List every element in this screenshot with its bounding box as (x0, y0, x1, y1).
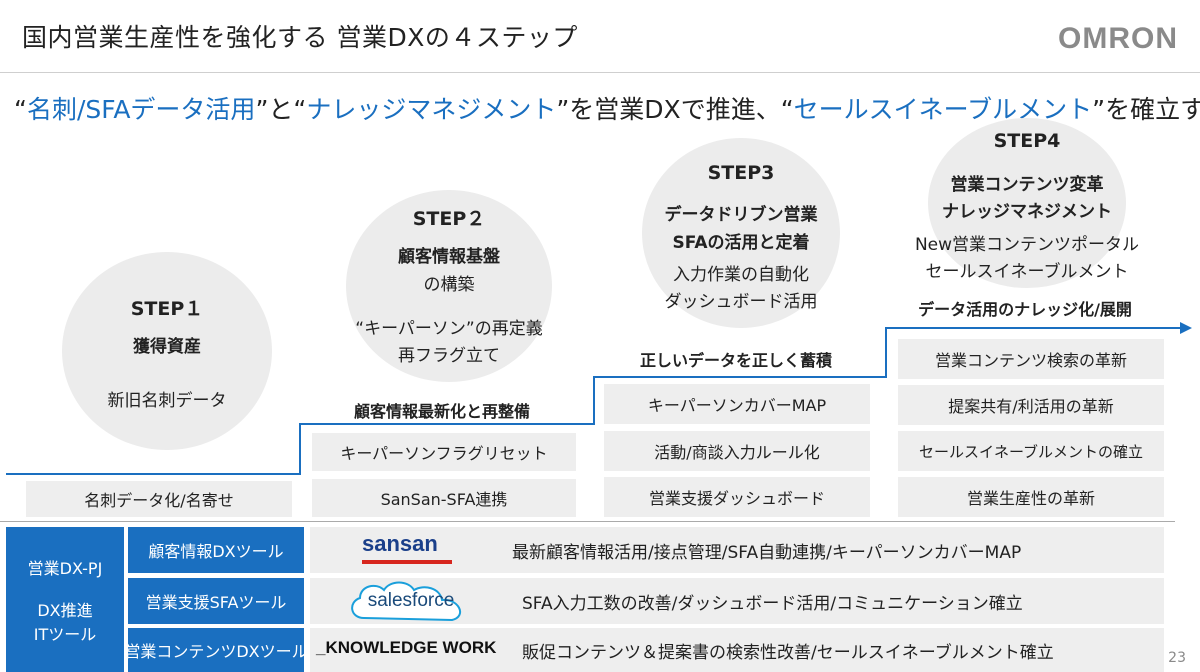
step4-section-heading: データ活用のナレッジ化/展開 (918, 300, 1132, 319)
subtitle-highlight-1: 名刺/SFAデータ活用 (26, 95, 256, 124)
sansan-logo: sansan (362, 531, 438, 556)
dx-pj-label: 営業DX-PJ (27, 558, 103, 578)
tool-row-3-desc: 販促コンテンツ＆提案書の検索性改善/セールスイネーブルメント確立 (522, 642, 1054, 663)
step1-circle (62, 252, 272, 450)
step2-title: 顧客情報基盤 (398, 247, 500, 267)
step2-body-2: 再フラグ立て (398, 346, 500, 366)
step2-label: STEP２ (412, 208, 486, 230)
step4-box-2: 提案共有/利活用の革新 (898, 385, 1164, 425)
step4-label: STEP4 (993, 130, 1061, 152)
arrow-head-icon (1180, 322, 1192, 334)
step3-title: データドリブン営業 (664, 205, 818, 225)
dx-promotion-label: DX推進 (37, 600, 93, 620)
tool-row-1 (310, 527, 1164, 573)
subtitle-quote-1: “ (14, 95, 27, 124)
step2-body: “キーパーソン”の再定義 (355, 319, 543, 339)
step4-circle (928, 118, 1126, 288)
subtitle-quote-3: ”を営業DXで推進、“ (556, 95, 794, 124)
step3-body: 入力作業の自動化 (673, 265, 809, 285)
step4-body: New営業コンテンツポータル (914, 235, 1140, 255)
step1-box-1: 名刺データ化/名寄せ (26, 481, 292, 517)
subtitle-quote-4: ”を確立する (1092, 95, 1200, 124)
step3-circle (642, 138, 840, 328)
page-number: 23 (1168, 650, 1186, 666)
step1-label: STEP１ (130, 298, 204, 320)
tool-tag-sfa: 営業支援SFAツール (128, 578, 304, 624)
omron-logo: OMRON (1058, 22, 1178, 55)
tools-divider (0, 521, 1175, 522)
step4-box-1: 営業コンテンツ検索の革新 (898, 339, 1164, 379)
step2-section-heading: 顧客情報最新化と再整備 (353, 402, 530, 421)
tool-row-1-desc: 最新顧客情報活用/接点管理/SFA自動連携/キーパーソンカバーMAP (512, 542, 1022, 563)
tool-tag-customer-dx: 顧客情報DXツール (128, 527, 304, 573)
step2-circle (346, 190, 552, 382)
knowledge-work-logo: _KNOWLEDGE WORK (316, 638, 497, 657)
step2-box-1: キーパーソンフラグリセット (312, 433, 576, 471)
tool-tag-content-dx: 営業コンテンツDXツール (124, 628, 308, 672)
step3-title-2: SFAの活用と定着 (672, 233, 810, 253)
header-divider (0, 72, 1200, 73)
page-title: 国内営業生産性を強化する 営業DXの４ステップ (22, 23, 578, 52)
step4-title: 営業コンテンツ変革 (950, 175, 1104, 195)
step4-box-3: セールスイネーブルメントの確立 (898, 431, 1164, 471)
tool-row-2-desc: SFA入力工数の改善/ダッシュボード活用/コミュニケーション確立 (522, 593, 1023, 614)
step3-box-1: キーパーソンカバーMAP (604, 384, 870, 424)
step1-title: 獲得資産 (133, 337, 201, 357)
dx-pj-panel: 営業DX-PJ DX推進 ITツール (6, 527, 124, 672)
step2-title-2: の構築 (423, 275, 475, 295)
step4-title-2: ナレッジマネジメント (942, 202, 1112, 222)
step4-body-2: セールスイネーブルメント (925, 262, 1129, 282)
subtitle-quote-2: ”と“ (255, 95, 307, 124)
step1-body: 新旧名刺データ (107, 391, 227, 411)
step3-body-2: ダッシュボード活用 (664, 292, 818, 312)
step3-section-heading: 正しいデータを正しく蓄積 (639, 351, 832, 370)
sansan-logo-underline (362, 560, 452, 564)
step3-box-2: 活動/商談入力ルール化 (604, 431, 870, 471)
salesforce-cloud-icon (351, 581, 462, 622)
step3-box-3: 営業支援ダッシュボード (604, 477, 870, 517)
step2-box-2: SanSan-SFA連携 (312, 479, 576, 517)
step4-box-4: 営業生産性の革新 (898, 477, 1164, 517)
subtitle-highlight-2: ナレッジマネジメント (306, 95, 557, 124)
it-tools-label: ITツール (33, 624, 97, 644)
staircase-path (6, 327, 1180, 475)
step3-label: STEP3 (707, 162, 775, 184)
tool-row-3 (310, 628, 1164, 672)
salesforce-logo: salesforce (367, 590, 455, 611)
